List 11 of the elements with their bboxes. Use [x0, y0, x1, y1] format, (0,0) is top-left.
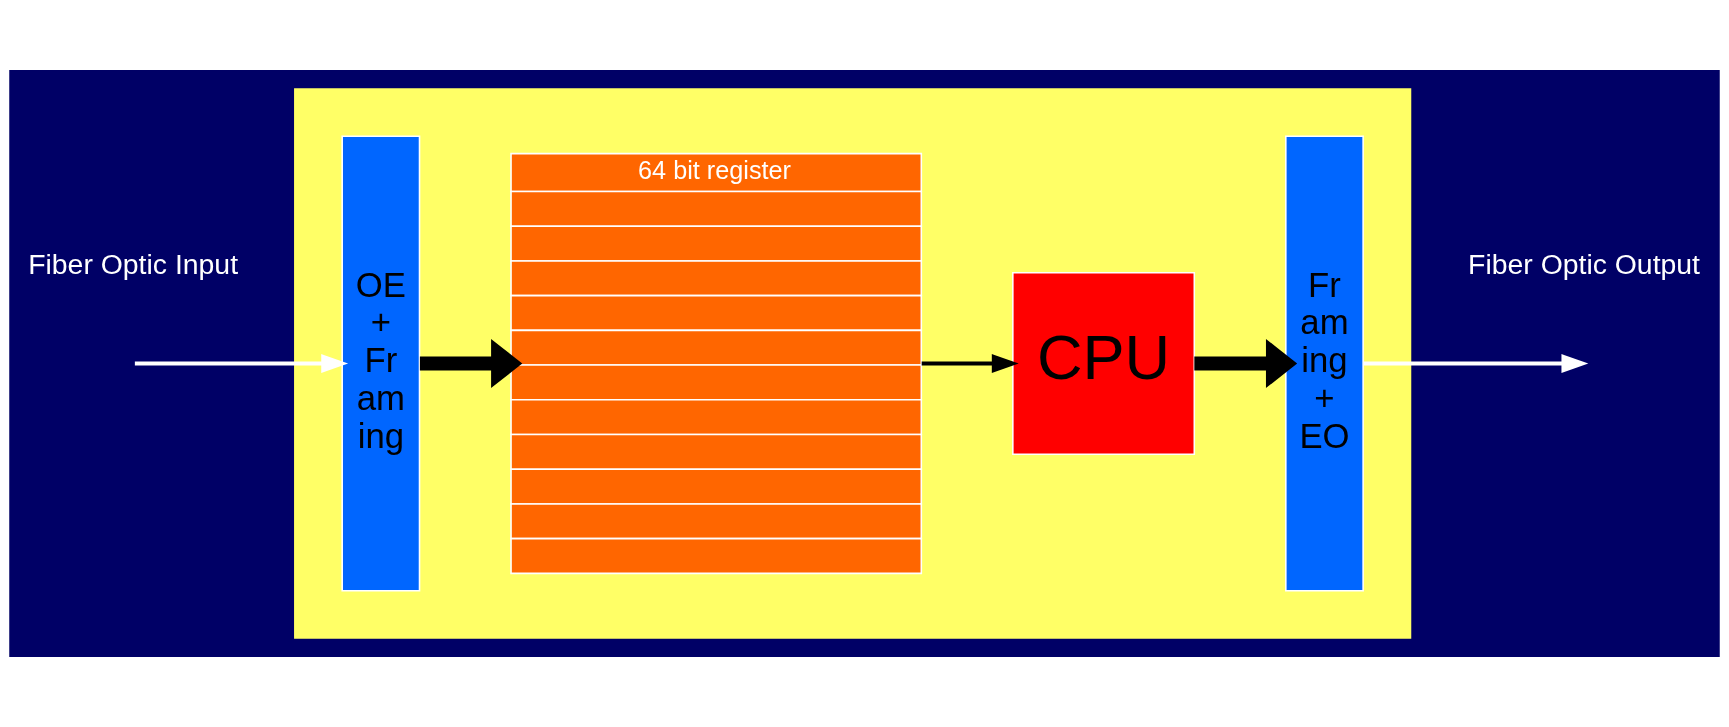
arrow [921, 354, 1019, 373]
node-text: Fiber Optic Output [1468, 248, 1701, 281]
cluster [294, 88, 1412, 639]
node-text: Fiber Optic Input [28, 248, 239, 281]
node-box: CPU [1012, 271, 1196, 456]
arrow [1363, 354, 1589, 373]
node-box: OE + Fr am ing [341, 135, 421, 592]
arrow [1194, 338, 1298, 389]
arrow [134, 354, 349, 373]
arrow [419, 338, 523, 389]
node-box: Fr am ing + EO [1285, 135, 1364, 592]
